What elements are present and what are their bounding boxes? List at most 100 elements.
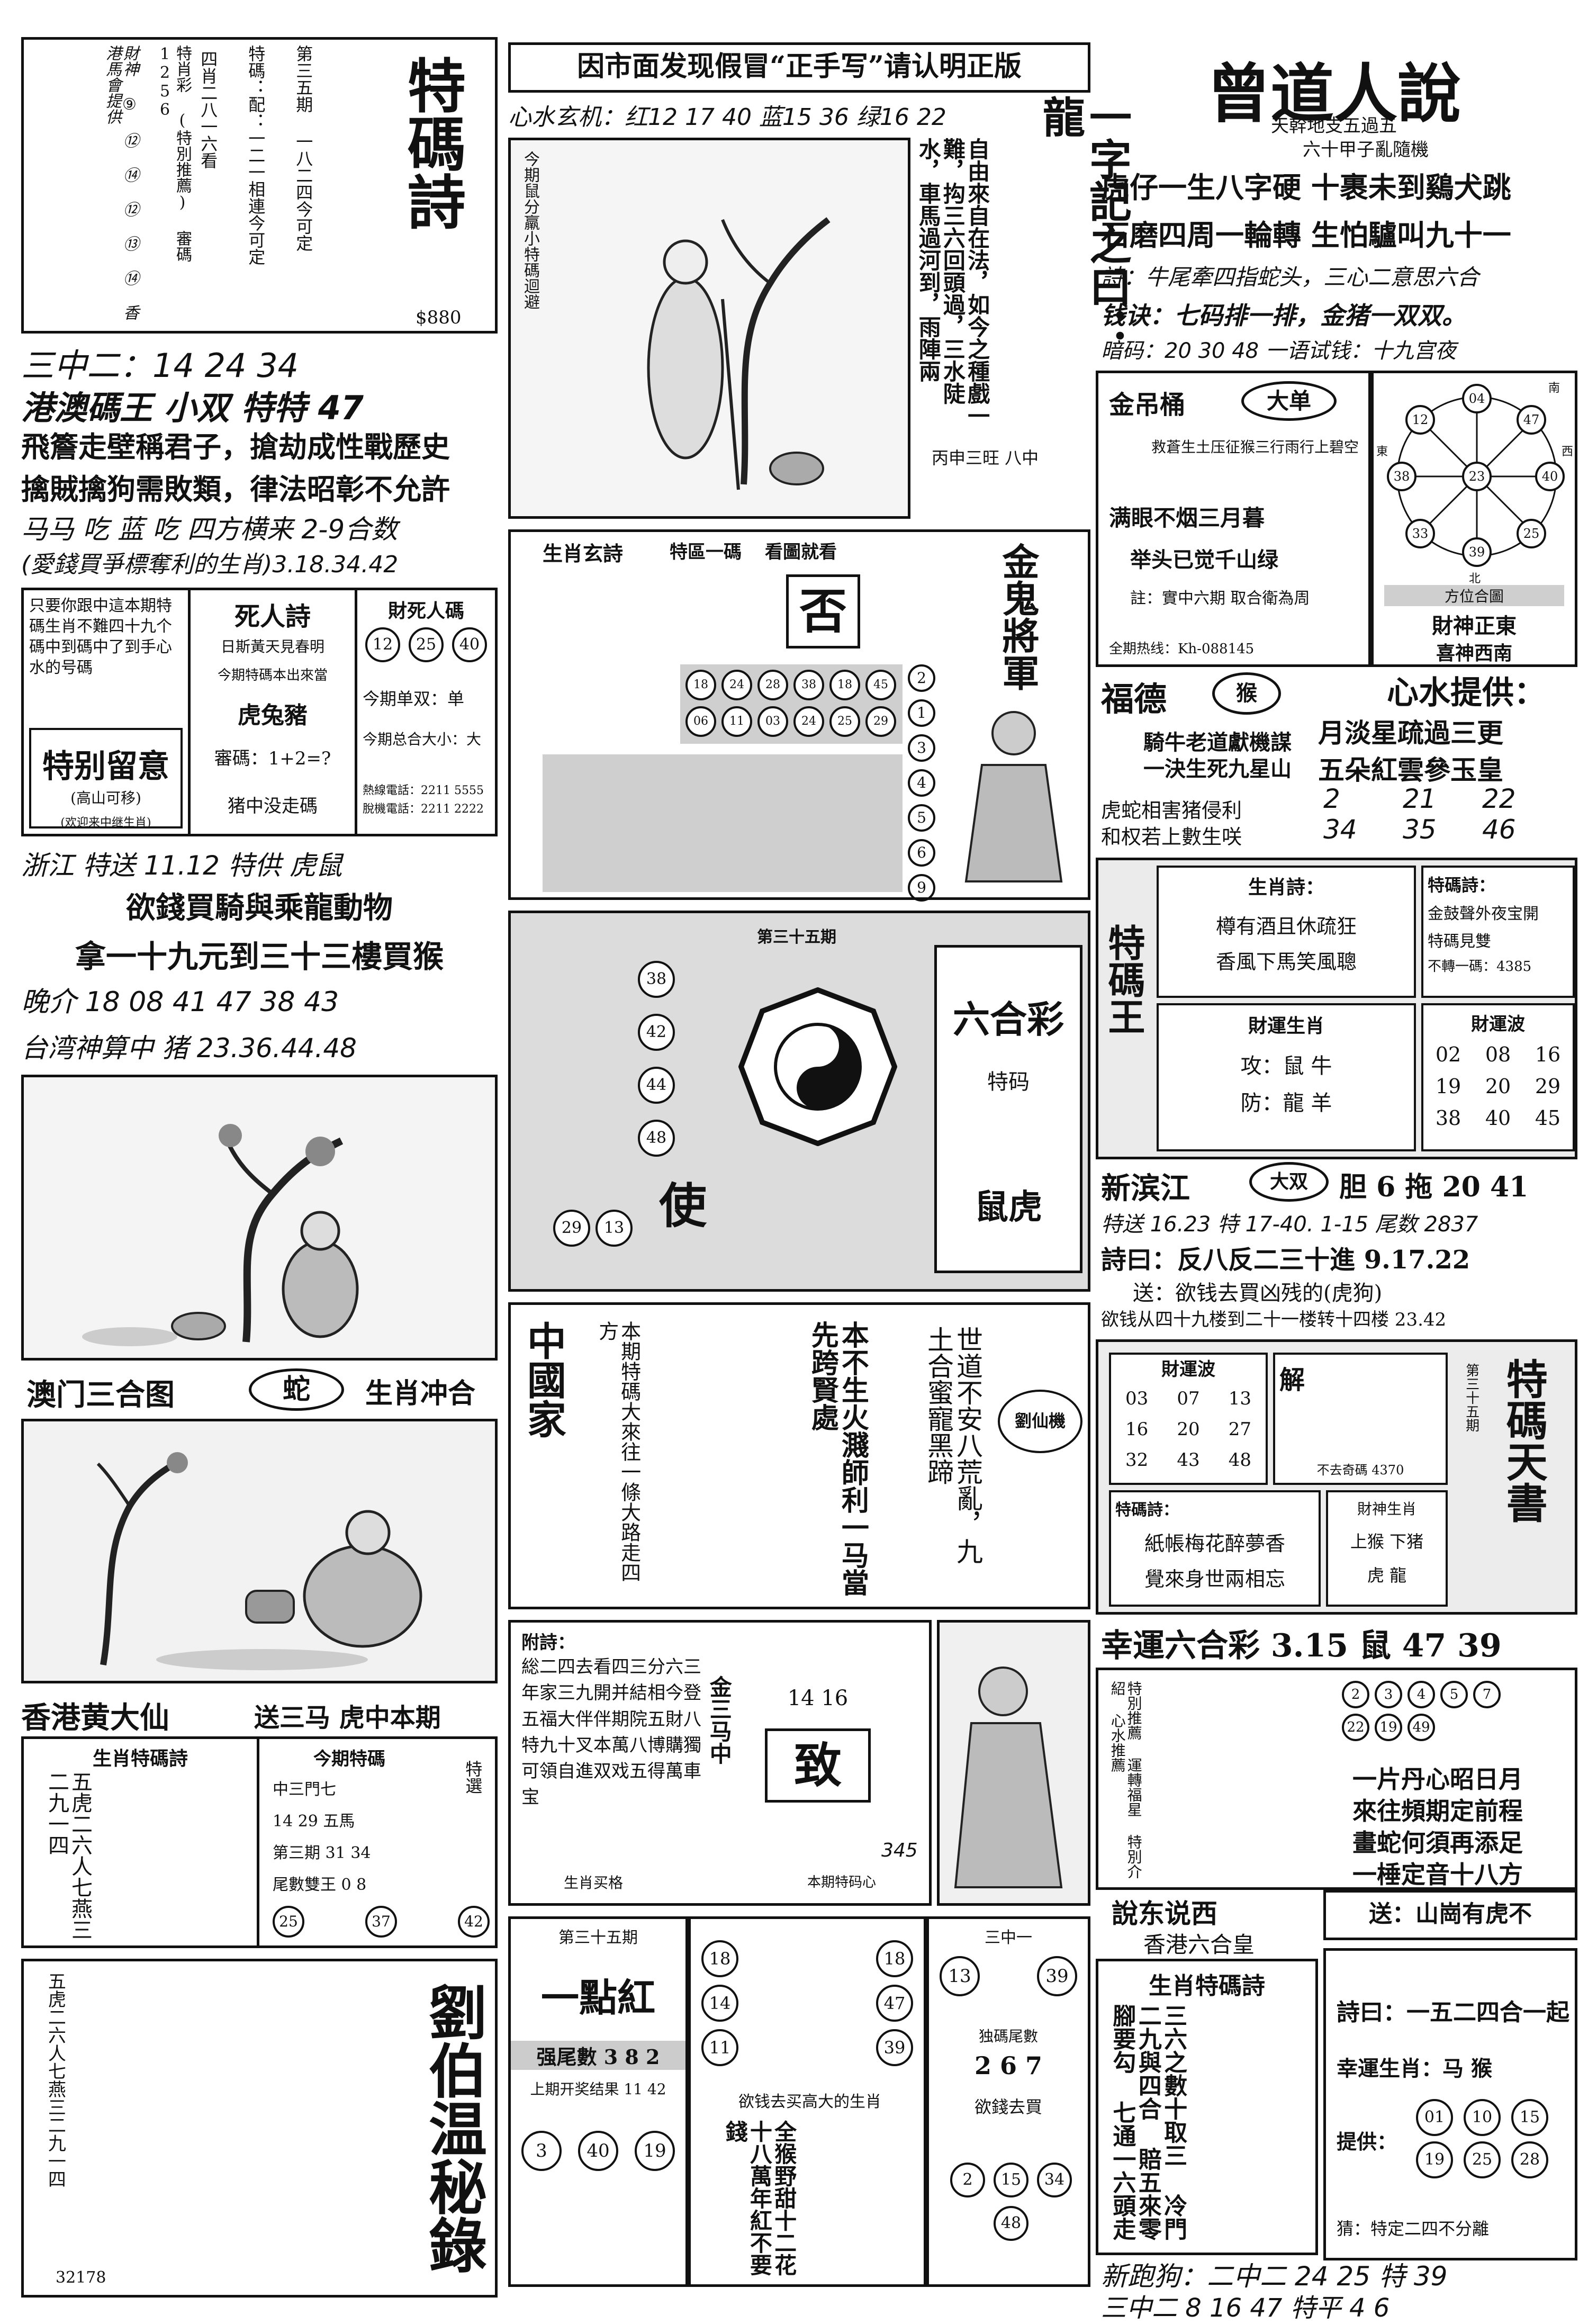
tianshu: 特碼天書 — [1499, 1358, 1548, 1523]
compass-num: 04 — [1462, 384, 1492, 413]
song-body: 詩曰：一五二四合一起 幸運生肖：马 猴 提供： 01 10 15 19 25 2… — [1323, 1948, 1577, 2260]
tema-col-b: 特肖彩 (特別推薦) 審碼 1256 — [156, 45, 192, 262]
wave-num: 38 — [1435, 1106, 1461, 1130]
jie-r3: 虎 龍 — [1367, 1565, 1407, 1586]
sage-drawing — [82, 1124, 359, 1346]
tm-poem-l2: 覺來身世兩相忘 — [1144, 1568, 1285, 1591]
zhi-nums: 14 16 — [787, 1686, 849, 1710]
p35-num: 40 — [578, 2131, 618, 2171]
compass-num: 23 — [1462, 462, 1492, 491]
macau-3he: 澳门三合图 — [26, 1377, 175, 1412]
pao-l2: 三中二 8 16 47 特平 4 6 — [1101, 2293, 1390, 2323]
vanity-line: 晚介 18 08 41 47 38 43 — [21, 986, 339, 1018]
sage-2-drawing — [647, 217, 831, 490]
attach-title: 附詩： — [521, 1632, 575, 1653]
dead-poem-l3: 虎兔豬 — [238, 702, 308, 729]
xin-num: 2 — [1323, 783, 1340, 814]
song-num: 28 — [1511, 2141, 1548, 2178]
attach-box: 附詩： 総二四去看四三分六三年家三九開并結相今登五福大伴伴期院五財八特九十叉本萬… — [508, 1620, 932, 1906]
liuhe-label: 六合彩 — [953, 997, 1064, 1041]
centre-nums-l: 18 14 11 — [701, 1940, 738, 2066]
luck-poem-lotto: 看圖就看 — [765, 542, 837, 563]
hk-right-l3: 第三期 31 34 — [273, 1844, 371, 1862]
luck-num: 03 — [757, 706, 788, 737]
zhongguo-box: 中國家 本期特碼大來往一條大路走四方 本不生火濺師利一马當先跨賢處 劉仙機 世道… — [508, 1302, 1090, 1609]
three-one-num: 13 — [940, 1956, 980, 1996]
sx-l2: 香風下馬笑風聰 — [1215, 950, 1357, 974]
bagua-num: 48 — [638, 1120, 675, 1157]
hk-right-title: 今期特碼 — [313, 1749, 385, 1770]
jie-l1: 不去奇碼 4370 — [1316, 1463, 1404, 1478]
hk-immortal: 香港黄大仙 — [21, 1700, 169, 1735]
centre-num: 18 — [876, 1940, 913, 1977]
god-num: 3 — [908, 734, 935, 762]
lucky-cols: 特別推薦 運轉福星 特別介紹 心水推薦 — [1108, 1681, 1143, 1879]
tema-price: $880 — [416, 307, 462, 328]
sage-2-caption: 今期鼠分羸小特碼迴避 — [521, 151, 539, 310]
liuhe-panel: 六合彩 特码 鼠虎 — [934, 945, 1082, 1273]
god-num: 6 — [908, 839, 935, 867]
fwd-num: 15 — [994, 2163, 1028, 2197]
wave-num: 02 — [1435, 1043, 1461, 1066]
cai-num: 32 — [1125, 1449, 1149, 1471]
xin-l2: 五朵紅雲參玉皇 — [1318, 754, 1503, 786]
shuo-title: 說东说西 — [1112, 1898, 1217, 1929]
compass-num: 33 — [1405, 519, 1435, 548]
compass-num: 38 — [1387, 462, 1416, 491]
lucky-num: 49 — [1407, 1714, 1435, 1741]
pao-l1: 新跑狗：二中二 24 25 特 39 — [1101, 2261, 1448, 2292]
liu-bowen-text: 五虎二六人七燕三二九一四 — [44, 1972, 66, 2188]
luck-num: 18 — [829, 670, 860, 700]
compass-num: 40 — [1535, 462, 1565, 491]
verse-r: 全猴野甜十二花十八萬年紅不要錢 — [722, 2120, 797, 2276]
cai-num: 16 — [1125, 1419, 1149, 1440]
fwd-num: 48 — [994, 2206, 1028, 2241]
lucky-num: 2 — [1342, 1681, 1369, 1708]
hk-immortal-tail: 送三马 虎中本期 — [254, 1703, 441, 1733]
luck-num: 25 — [829, 706, 860, 737]
macau-line: 港澳碼王 小双 特特 47 — [21, 389, 364, 427]
fude-l4: 和权若上數生咲 — [1101, 825, 1242, 849]
cai-num: 43 — [1177, 1449, 1200, 1471]
liuhe-sub: 特码 — [987, 1070, 1030, 1094]
luck-num: 45 — [865, 670, 896, 700]
xinhui-tail: 胆 6 拖 20 41 — [1339, 1171, 1529, 1203]
fwd-nums: 2 15 34 48 — [940, 2163, 1082, 2241]
tema-col-a: 財神 ⑨ ⑫ ⑭ ⑫ ⑬ ⑭ 香港馬會提供 — [103, 45, 139, 320]
jie-right-box: 財神生肖 上猴 下猪 虎 龍 — [1326, 1490, 1448, 1607]
luck-poem-center: 否 — [786, 574, 860, 648]
bagua-title: 第三十五期 — [757, 928, 836, 947]
xin-num: 35 — [1403, 814, 1437, 845]
luck-num: 38 — [793, 670, 824, 700]
lucky-num: 22 — [1342, 1714, 1369, 1741]
special-note-foot: (欢迎来中继生肖) — [60, 816, 151, 830]
lucky-num: 7 — [1473, 1681, 1501, 1708]
luck-strip — [543, 754, 903, 892]
bagua-num: 44 — [638, 1067, 675, 1104]
god-nums: 2 1 3 4 5 6 9 — [908, 664, 940, 902]
xinshui-title: 心水提供： — [1387, 674, 1546, 711]
jie-title: 解 — [1279, 1365, 1305, 1395]
bagua-nums: 38 42 44 48 — [638, 961, 701, 1157]
dead-poem-l2: 今期特碼本出來當 — [217, 668, 328, 683]
bagua-num: 38 — [638, 961, 675, 998]
zi-label: 一字記之曰：龍 — [1036, 95, 1132, 349]
sage-2-illustration: 今期鼠分羸小特碼迴避 — [508, 138, 910, 519]
hk-right-l1: 中三門七 — [273, 1780, 336, 1799]
jie-r1: 財神生肖 — [1357, 1500, 1416, 1518]
xinhui-tag: 大双 — [1249, 1162, 1329, 1202]
hk-num: 42 — [458, 1906, 490, 1938]
attach-num: 345 — [881, 1840, 918, 1861]
wave-num: 45 — [1535, 1106, 1561, 1130]
three-one-title: 三中一 — [985, 1929, 1032, 1947]
rich-phone-2: 脫機電話：2211 2222 — [363, 803, 484, 816]
cai-num: 07 — [1177, 1388, 1200, 1409]
tesbox: 只要你跟中這本期特碼生肖不難四十九个碼中到碼中了到手心水的号碼 特别留意 (高山… — [21, 588, 498, 836]
poem-5: 暗码：20 30 48 一语试钱：十九宫夜 — [1101, 339, 1456, 363]
compass-l2: 喜神西南 — [1436, 642, 1512, 664]
hk-num: 25 — [273, 1906, 304, 1938]
god-num: 9 — [908, 874, 935, 902]
p35-title: 第三十五期 — [558, 1929, 638, 1947]
centre-num: 14 — [701, 1985, 738, 2022]
lucky-l2: 來往頻期定前程 — [1352, 1797, 1523, 1825]
